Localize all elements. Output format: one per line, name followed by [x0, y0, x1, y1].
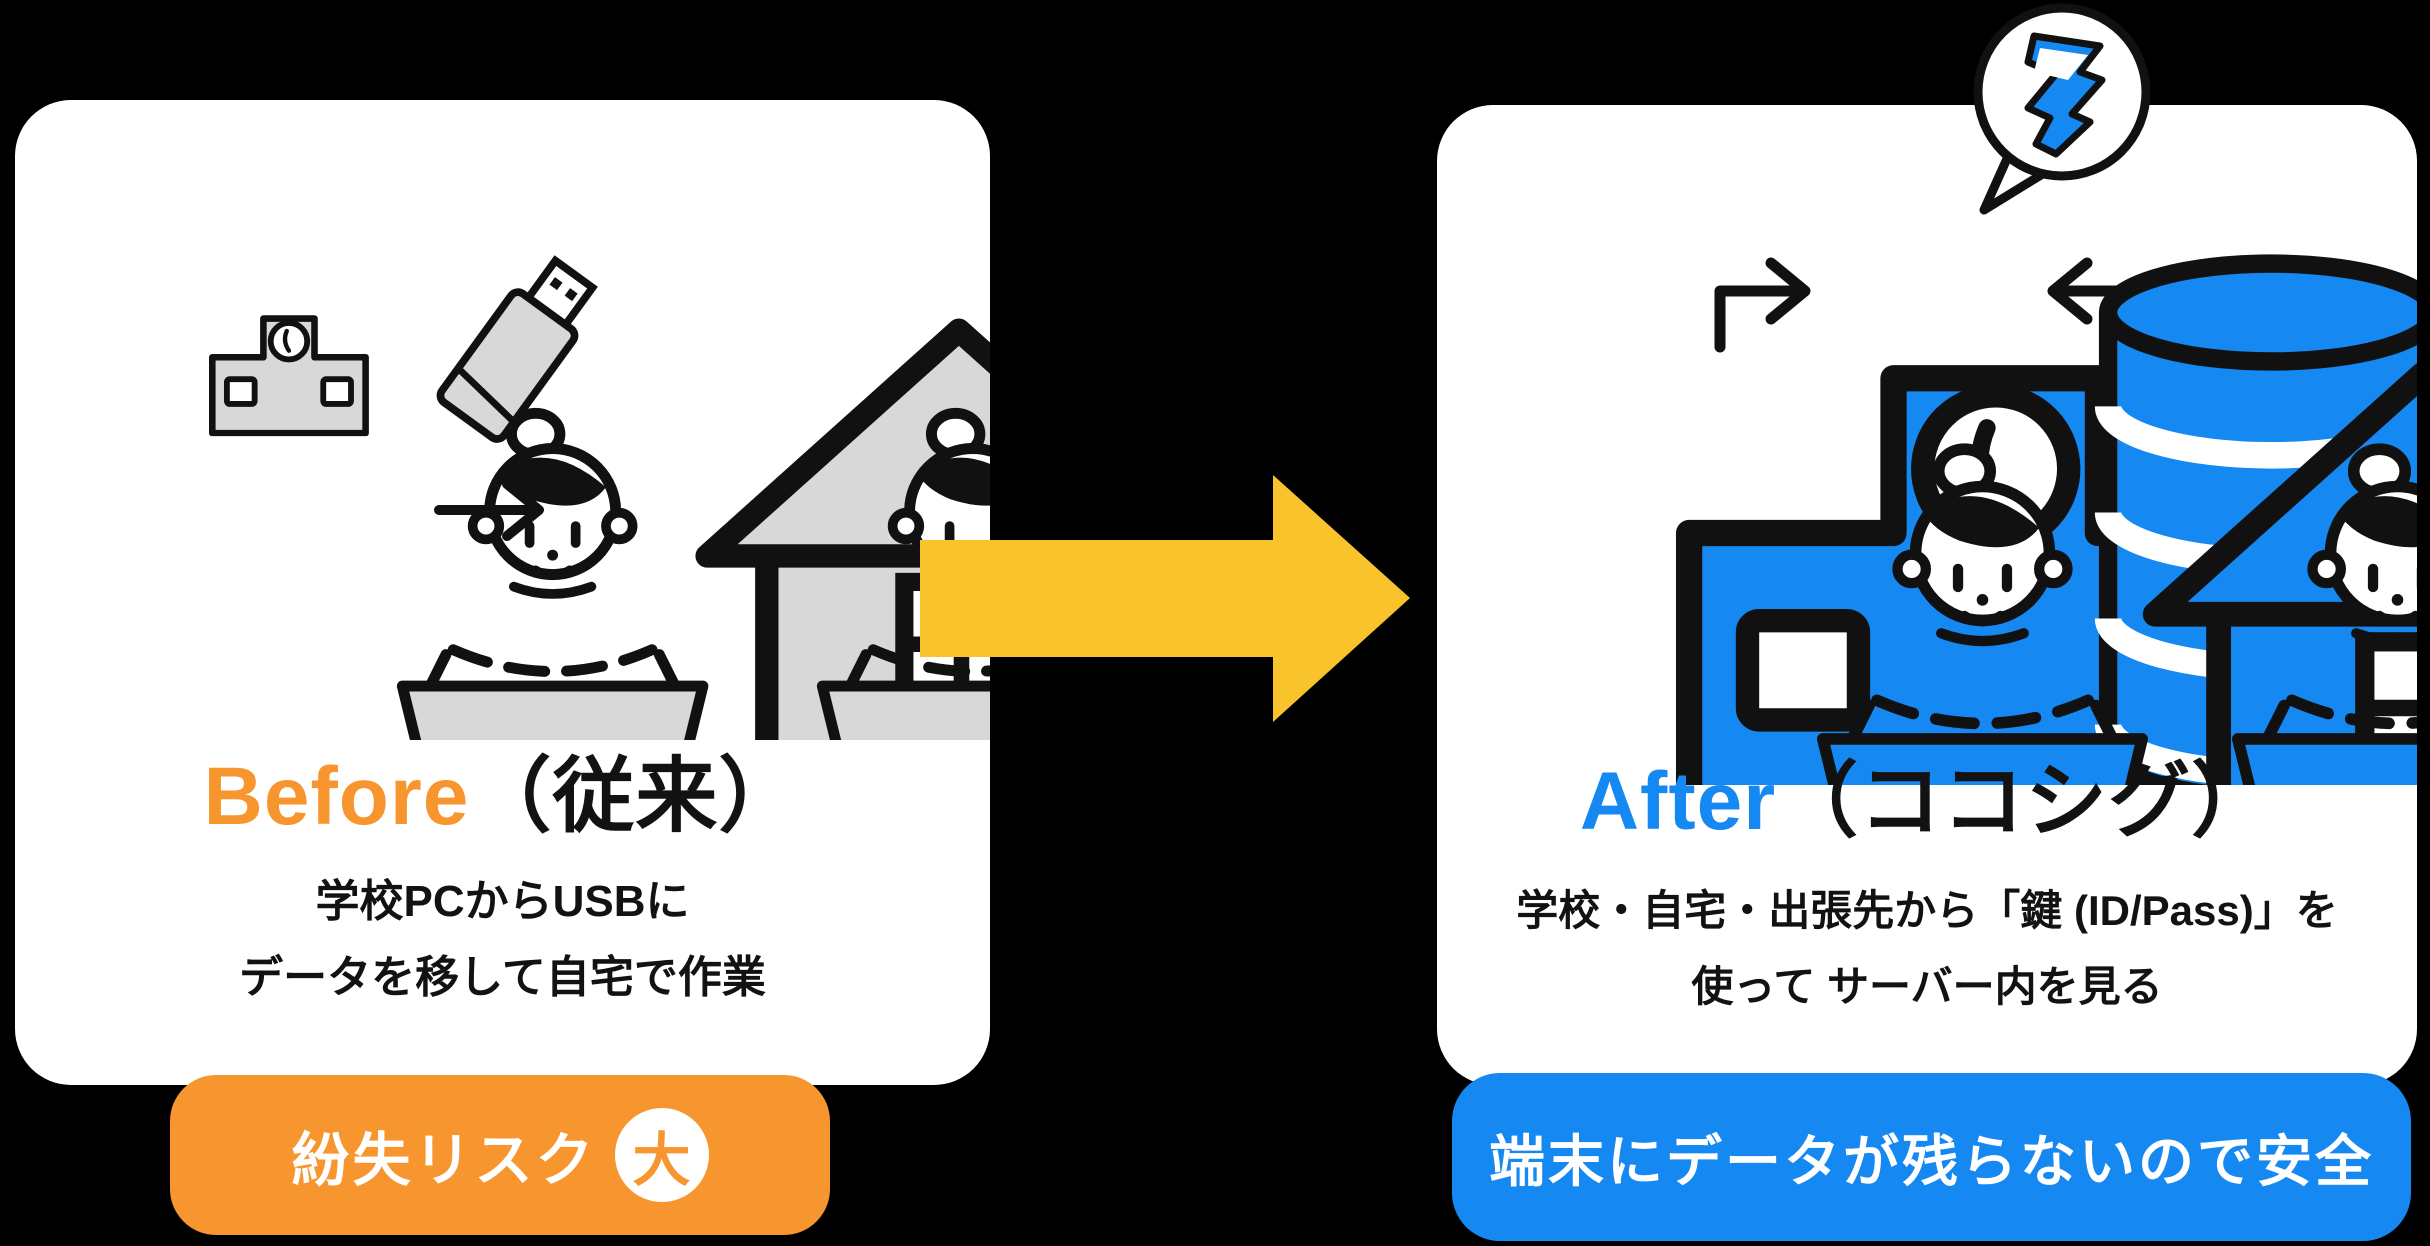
after-badge-label: 端末にデータが残らないので安全	[1489, 1129, 2374, 1193]
big-transition-arrow-icon	[920, 475, 1410, 722]
upload-arrow-left-icon	[1714, 257, 1811, 353]
person-at-computer-icon	[402, 413, 703, 740]
before-risk-badge: 紛失リスク 大	[170, 1075, 830, 1235]
usb-icon	[436, 255, 598, 443]
badge-emphasis-circle: 大	[614, 1108, 709, 1202]
after-safety-badge: 端末にデータが残らないので安全	[1452, 1073, 2411, 1241]
cocosig-logo-icon	[2024, 32, 2106, 158]
before-card: Before（従来） 学校PCからUSBに データを移して自宅で作業	[15, 100, 990, 1085]
before-description: 学校PCからUSBに データを移して自宅で作業	[15, 864, 990, 1016]
before-illustration	[15, 255, 990, 740]
school-icon	[212, 319, 365, 434]
before-title-en: Before	[203, 751, 470, 842]
after-description-line1: 学校・自宅・出張先から「鍵 (ID/Pass)」を	[1516, 887, 2338, 934]
after-description-line2: 使って サーバー内を見る	[1691, 963, 2163, 1010]
after-illustration	[1437, 257, 2417, 785]
speech-bubble-icon	[1973, 3, 2151, 215]
before-badge-label: 紛失リスク	[291, 1128, 597, 1193]
transfer-arrow-icon	[434, 479, 544, 541]
after-description: 学校・自宅・出張先から「鍵 (ID/Pass)」を 使って サーバー内を見る	[1437, 873, 2417, 1025]
before-title-ja: （従来）	[469, 751, 802, 842]
after-title-ja: （ココシグ）	[1776, 756, 2275, 847]
before-description-line1: 学校PCからUSBに	[315, 877, 690, 926]
after-title-en: After	[1579, 756, 1777, 847]
before-title: Before（従来）	[15, 748, 990, 846]
before-description-line2: データを移して自宅で作業	[239, 953, 766, 1002]
after-card: After（ココシグ） 学校・自宅・出張先から「鍵 (ID/Pass)」を 使っ…	[1437, 105, 2417, 1085]
after-title: After（ココシグ）	[1437, 753, 2417, 851]
